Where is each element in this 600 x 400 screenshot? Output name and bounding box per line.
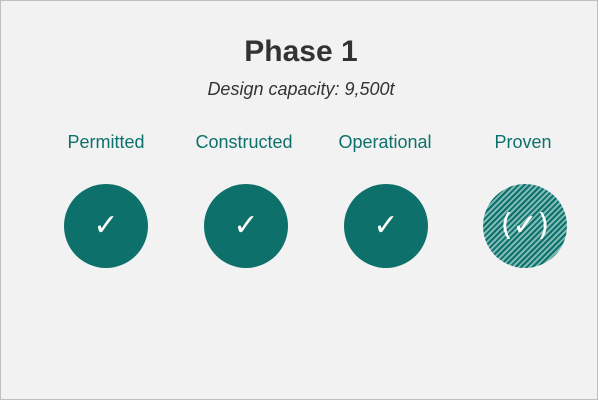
- stage-label-operational: Operational: [338, 132, 432, 152]
- stage-label-constructed: Constructed: [195, 132, 293, 152]
- stage-label-proven: Proven: [494, 132, 552, 152]
- stage-status-constructed: ✓: [204, 184, 288, 268]
- phase-subtitle: Design capacity: 9,500t: [207, 79, 395, 99]
- check-icon: ✓: [373, 208, 399, 243]
- check-icon: (✓): [500, 208, 550, 243]
- check-icon: ✓: [93, 208, 119, 243]
- stage-status-operational: ✓: [344, 184, 428, 268]
- phase-title: Phase 1: [244, 35, 358, 68]
- stage-status-proven: (✓): [483, 184, 567, 268]
- check-icon: ✓: [233, 208, 259, 243]
- stage-status-permitted: ✓: [64, 184, 148, 268]
- stage-label-permitted: Permitted: [67, 132, 145, 152]
